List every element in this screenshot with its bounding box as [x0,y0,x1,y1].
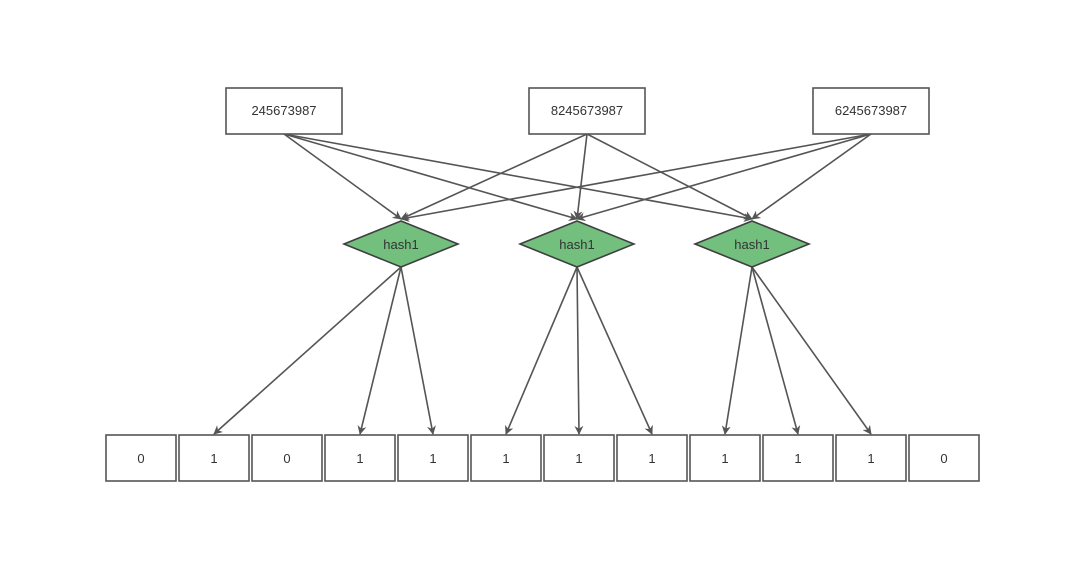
bit-cell-frame [689,434,761,482]
input-box: 6245673987 [812,87,930,135]
input-label: 6245673987 [835,103,907,118]
bit-cell-frame [835,434,907,482]
input-to-hash-arrow [400,133,872,222]
bit-value: 1 [648,451,655,466]
bit-cell-frame [470,434,542,482]
bit-value: 1 [356,451,363,466]
bit-cell: 1 [616,434,688,482]
hash-to-bit-arrow [751,266,801,435]
bit-cell: 1 [835,434,907,482]
hash-to-bit-arrow [505,266,578,435]
input-to-hash-arrow [283,133,402,220]
hash-to-bit-arrow [357,266,402,435]
input-to-hash-arrow [576,133,872,222]
input-to-hash-arrow [283,133,578,222]
bit-cell-frame [105,434,177,482]
input-box-frame [225,87,343,135]
hash-to-bit-arrow [751,266,872,435]
hash-to-bit-arrow [213,266,402,435]
hash-diamond: hash1 [517,220,637,268]
hash-diamond-shape [692,220,812,268]
bit-value: 1 [721,451,728,466]
bit-cell: 1 [324,434,396,482]
hash-to-bit-arrow [574,266,584,435]
bit-cell: 1 [397,434,469,482]
bit-value: 1 [867,451,874,466]
bit-cell: 1 [762,434,834,482]
bit-value: 1 [210,451,217,466]
bit-value: 1 [502,451,509,466]
hash-label: hash1 [383,237,418,252]
edges-layer [213,133,872,435]
input-box-frame [528,87,646,135]
bit-cell-frame [908,434,980,482]
hash-to-bit-arrow [721,266,753,435]
bit-cell-frame [543,434,615,482]
input-box: 8245673987 [528,87,646,135]
input-to-hash-arrow [400,133,588,220]
input-box-frame [812,87,930,135]
hash-diamond-shape [517,220,637,268]
bit-cell: 1 [689,434,761,482]
bit-array: 0 1 0 1 1 1 1 1 1 1 1 0 [105,434,980,482]
input-to-hash-arrow [283,133,753,222]
hash-diamond: hash1 [692,220,812,268]
bit-cell-frame [616,434,688,482]
bit-cell-frame [397,434,469,482]
bit-value: 1 [575,451,582,466]
bit-cell: 0 [105,434,177,482]
bit-cell-frame [762,434,834,482]
input-to-hash-arrow [751,133,872,220]
hash-label: hash1 [559,237,594,252]
input-to-hash-arrow [586,133,753,220]
bit-value: 0 [283,451,290,466]
bit-value: 0 [137,451,144,466]
bit-cell: 1 [543,434,615,482]
bit-cell: 1 [178,434,250,482]
input-box: 245673987 [225,87,343,135]
bit-value: 0 [940,451,947,466]
hash-to-bit-arrow [400,266,436,435]
input-label: 8245673987 [551,103,623,118]
input-to-hash-arrow [573,133,588,220]
bit-cell: 1 [470,434,542,482]
bit-cell: 0 [908,434,980,482]
hash-diamond-shape [341,220,461,268]
bit-cell-frame [251,434,323,482]
hash-to-bit-arrow [576,266,653,435]
bit-value: 1 [794,451,801,466]
input-label: 245673987 [251,103,316,118]
hash-diamond: hash1 [341,220,461,268]
bit-cell: 0 [251,434,323,482]
hash-label: hash1 [734,237,769,252]
bit-value: 1 [429,451,436,466]
bit-cell-frame [324,434,396,482]
bit-cell-frame [178,434,250,482]
